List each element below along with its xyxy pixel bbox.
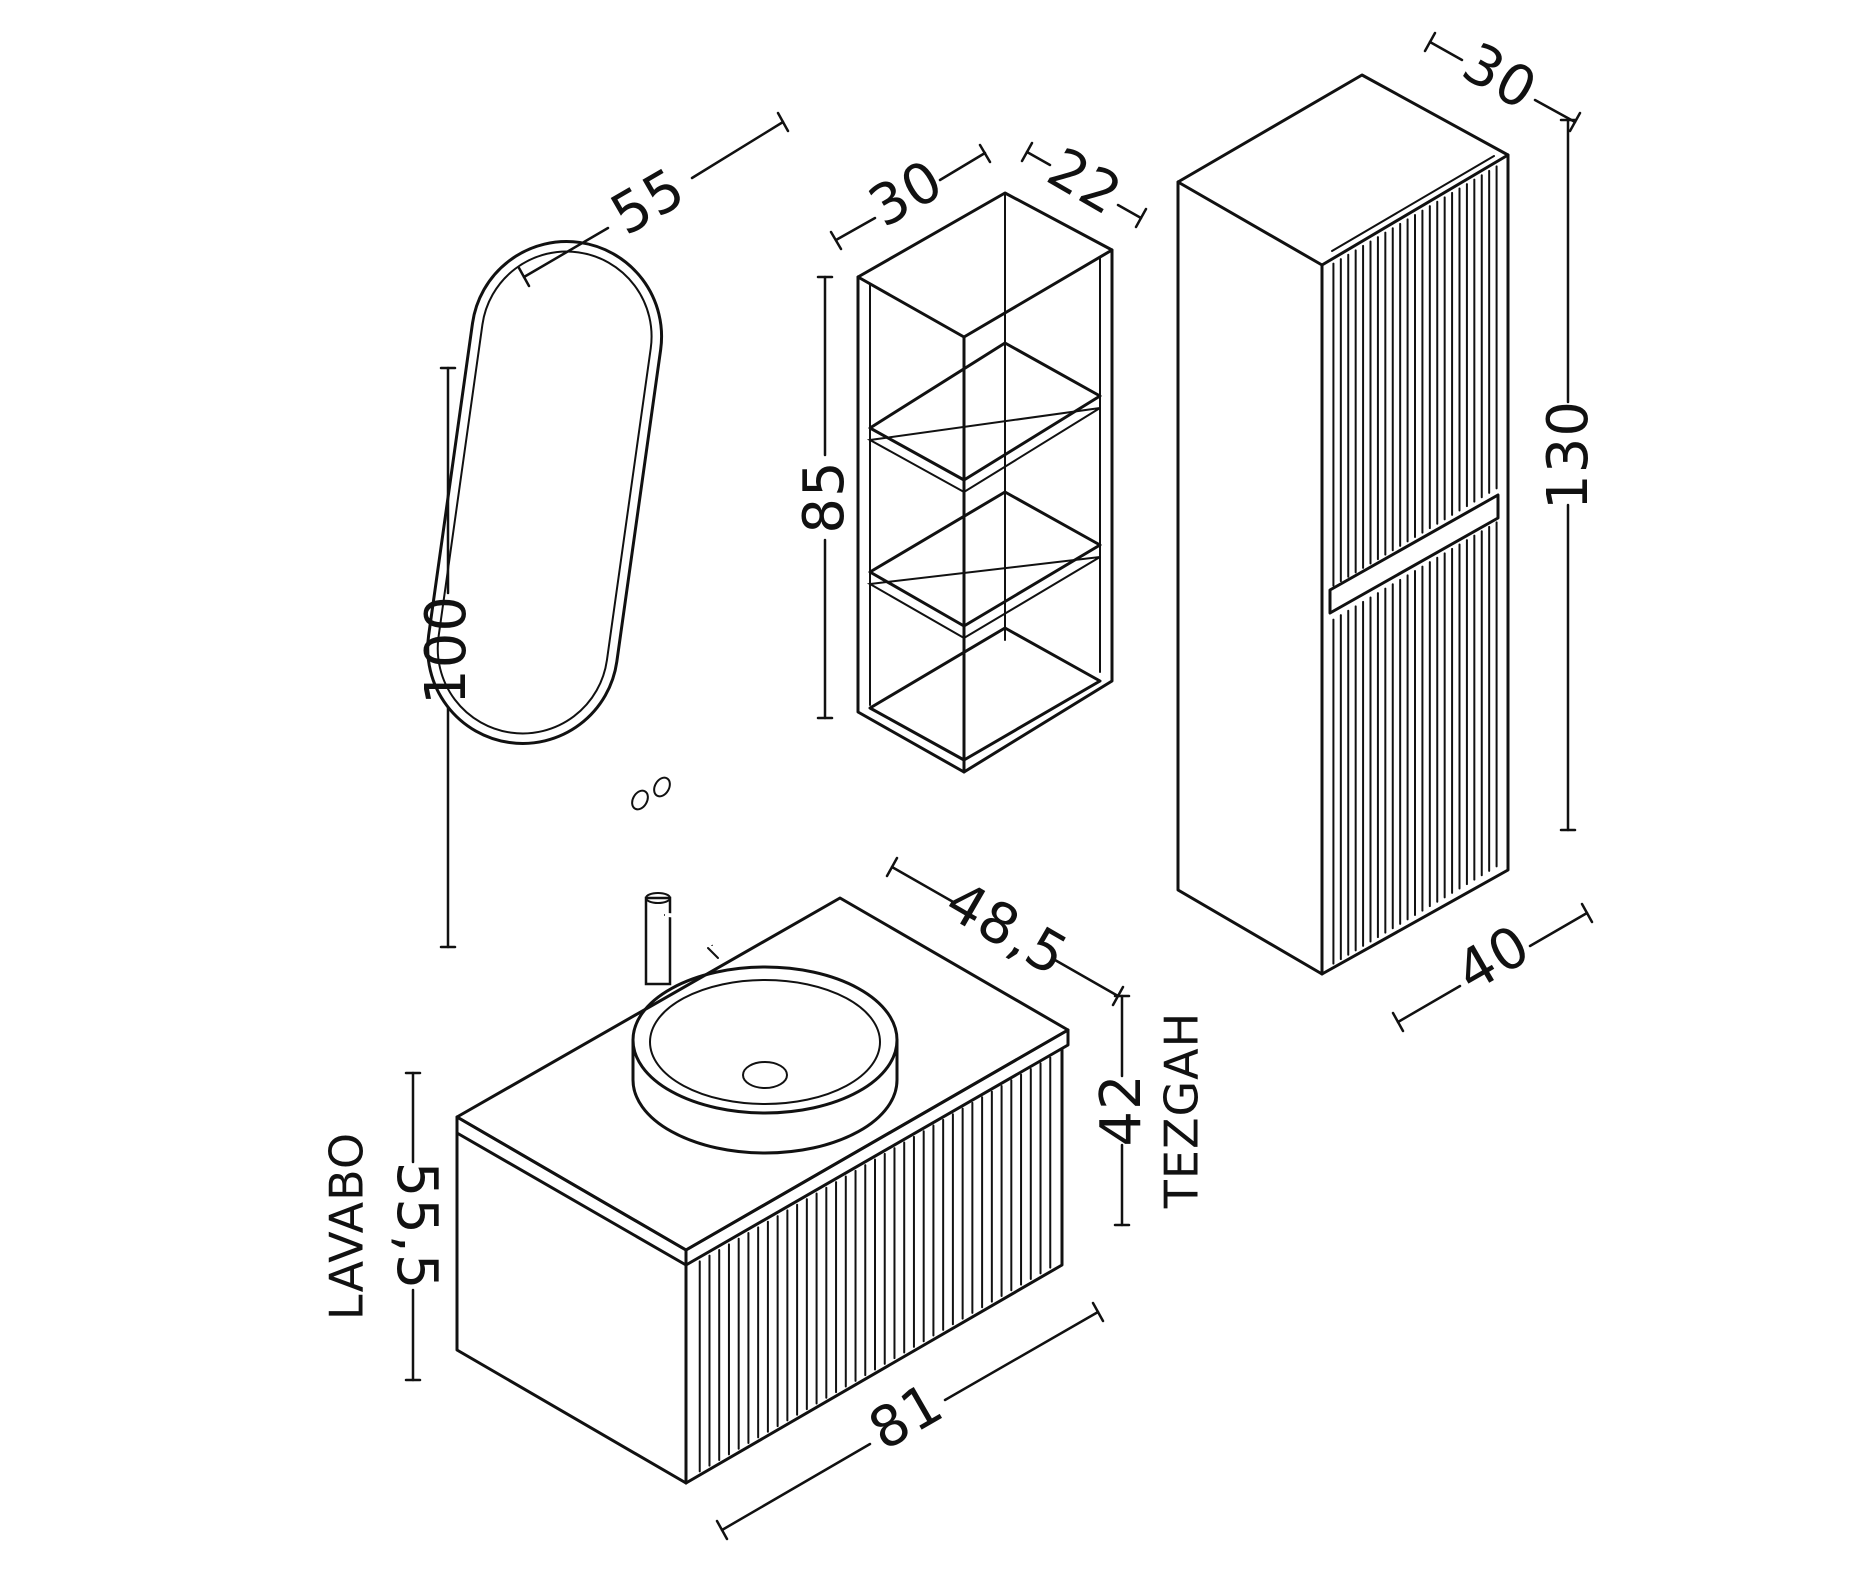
- mirror-width-label: 55: [600, 156, 696, 249]
- vanity-width-label: 81: [858, 1371, 954, 1464]
- tall-height-label: 130: [1536, 400, 1601, 510]
- faucet: [644, 892, 719, 986]
- shelf-height-dimension: 85: [792, 275, 857, 720]
- mirror-height-dimension: 100: [414, 366, 479, 949]
- tall-cabinet: [1176, 73, 1510, 976]
- tall-depth-label: 30: [1452, 31, 1548, 124]
- tall-width-label: 40: [1445, 913, 1541, 1006]
- tall-cabinet-flutes: [1332, 165, 1498, 965]
- tall-width-dimension: 40: [1391, 902, 1594, 1033]
- shelf-depth-dimension: 22: [1020, 136, 1148, 229]
- vanity-width-dimension: 81: [715, 1301, 1105, 1541]
- counter-height-label: 42: [1089, 1073, 1154, 1146]
- open-shelf-unit: [856, 191, 1114, 774]
- tall-height-dimension: 130: [1536, 118, 1601, 832]
- mirror-height-label: 100: [414, 595, 479, 705]
- shelf-depth-label: 22: [1037, 136, 1133, 229]
- mirror-width-dimension: 55: [517, 111, 790, 288]
- shelf-width-dimension: 30: [829, 143, 992, 251]
- vanity-height-dimension: 55,5 LAVABO: [320, 1071, 449, 1382]
- counter-height-dimension: 42 TEZGAH: [1089, 994, 1209, 1227]
- touch-sensor-icon: [631, 776, 671, 811]
- vanity-label: LAVABO: [320, 1132, 374, 1320]
- counter-label: TEZGAH: [1155, 1012, 1209, 1209]
- vanity-flutes: [698, 1056, 1052, 1473]
- vanity-cabinet: [455, 896, 1070, 1485]
- counter-depth-dimension: 48,5: [885, 856, 1125, 1007]
- shelf-width-label: 30: [858, 148, 954, 241]
- tall-depth-dimension: 30: [1423, 31, 1582, 133]
- counter-depth-label: 48,5: [935, 869, 1079, 990]
- oval-mirror: [426, 240, 664, 745]
- vanity-height-label: 55,5: [384, 1162, 449, 1291]
- vessel-basin: [631, 965, 899, 1155]
- shelf-height-label: 85: [792, 460, 857, 533]
